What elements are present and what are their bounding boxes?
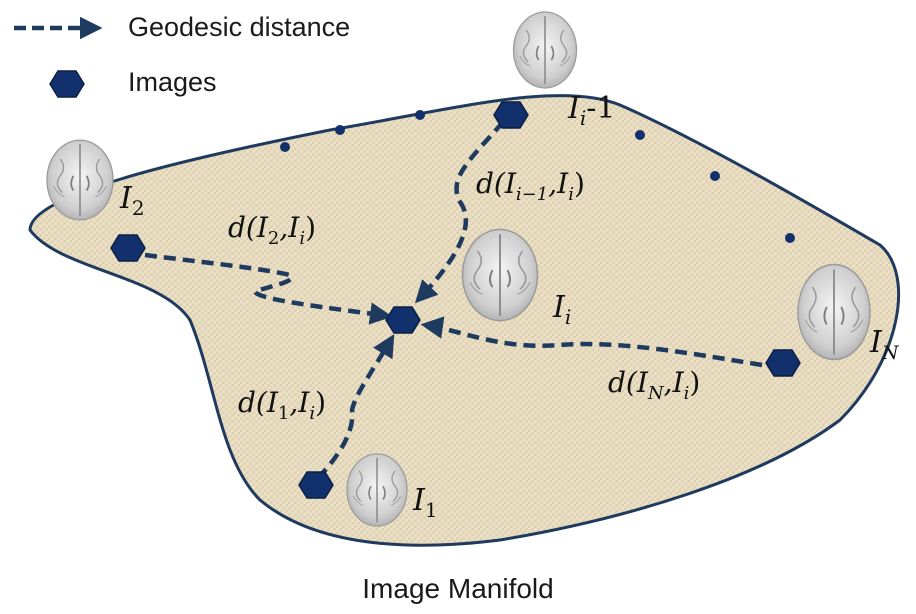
brain-icon — [46, 139, 114, 221]
sample-dot — [415, 110, 425, 120]
label-in: IN — [869, 325, 900, 364]
image-node-i2 — [110, 234, 146, 262]
label-i: Ii — [552, 290, 571, 329]
brain-icon — [461, 228, 539, 322]
legend-images-label: Images — [128, 67, 217, 97]
label-i-minus-1: Ii-1 — [567, 91, 616, 130]
image-node-i — [385, 306, 421, 334]
geodesic-path-in — [420, 316, 763, 368]
geodesic-path-i-minus-1 — [414, 120, 505, 304]
sample-dot — [785, 233, 795, 243]
sample-dot — [710, 171, 720, 181]
brain-icon — [512, 11, 578, 89]
sample-dot — [335, 125, 345, 135]
distance-label-i1: d(I1,Ii) — [238, 386, 326, 424]
geodesic-path-i1 — [316, 334, 395, 480]
distance-label-in: d(IN,Ii) — [608, 366, 700, 404]
figure-caption: Image Manifold — [362, 573, 554, 604]
brain-icon — [797, 263, 871, 361]
sample-dot — [635, 130, 645, 140]
distance-label-i-minus-1: d(Ii−1,Ii) — [476, 167, 585, 205]
legend-geodesic-label: Geodesic distance — [128, 12, 351, 42]
legend-image-hexagon — [49, 70, 85, 98]
image-node-i-minus-1 — [493, 101, 529, 129]
label-i2: I2 — [119, 181, 145, 220]
geodesic-path-i2 — [144, 252, 393, 325]
image-node-i1 — [298, 471, 334, 499]
label-i1: I1 — [412, 483, 438, 522]
image-node-in — [765, 349, 801, 377]
brain-icon — [346, 453, 408, 527]
distance-label-i2: d(I2,Ii) — [228, 211, 316, 249]
image-manifold-surface — [28, 94, 901, 547]
sample-dot — [280, 142, 290, 152]
